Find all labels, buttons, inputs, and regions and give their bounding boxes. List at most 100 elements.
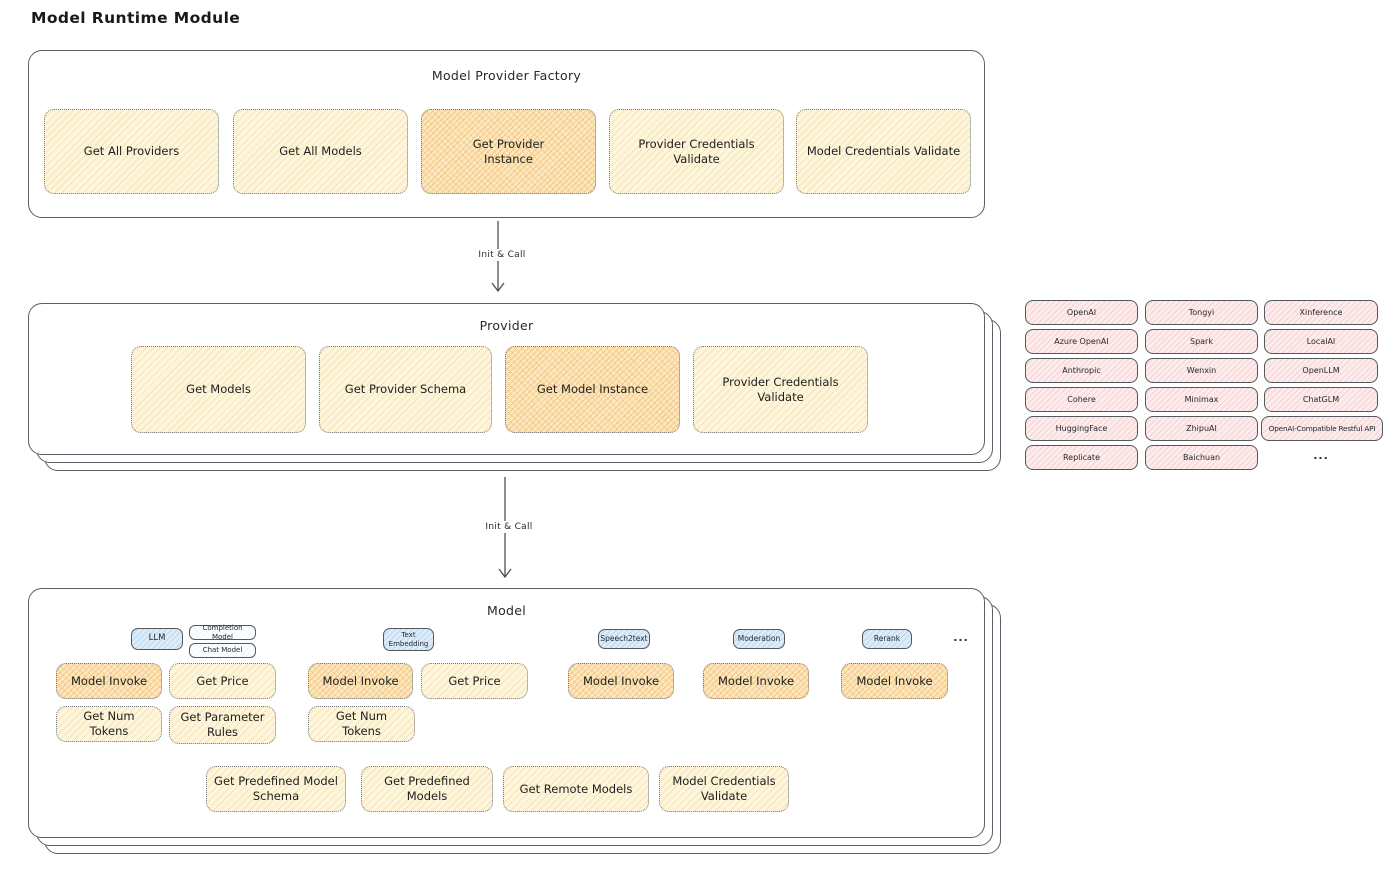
chip-label: Cohere (1067, 395, 1096, 404)
chip-label: OpenAI-Compatible Restful API (1268, 424, 1376, 433)
node-label: Model Invoke (322, 673, 399, 688)
chip-label: OpenAI (1066, 308, 1097, 317)
provider-chip-azure-openai: Azure OpenAI (1025, 329, 1138, 354)
chip-label: Tongyi (1188, 308, 1215, 317)
chip-label: Azure OpenAI (1054, 337, 1109, 346)
node-label: Get Models (186, 382, 251, 397)
tag-chat-model: Chat Model (189, 643, 256, 658)
node-get-provider-instance: Get Provider Instance (421, 109, 596, 194)
chip-label: Minimax (1184, 395, 1219, 404)
provider-panel: Provider Get Models Get Provider Schema … (28, 303, 985, 455)
tag-label: Text Embedding (388, 631, 429, 648)
provider-chip-spark: Spark (1145, 329, 1258, 354)
node-label: Model Credentials Validate (672, 774, 776, 803)
provider-chip-zhipuai: ZhipuAI (1145, 416, 1258, 441)
node-embedding-get-num-tokens: Get Num Tokens (308, 706, 415, 742)
chip-label: OpenLLM (1302, 366, 1340, 375)
provider-title: Provider (479, 318, 534, 333)
provider-chip-tongyi: Tongyi (1145, 300, 1258, 325)
chip-label: Spark (1190, 337, 1213, 346)
node-provider-credentials-validate-2: Provider Credentials Validate (693, 346, 868, 433)
provider-chip-localai: LocalAI (1264, 329, 1378, 354)
node-get-all-models: Get All Models (233, 109, 408, 194)
node-model-credentials-validate-2: Model Credentials Validate (659, 766, 789, 812)
node-provider-credentials-validate: Provider Credentials Validate (609, 109, 784, 194)
node-llm-get-parameter-rules: Get Parameter Rules (169, 706, 276, 744)
node-get-models: Get Models (131, 346, 306, 433)
node-speech2text-model-invoke: Model Invoke (568, 663, 674, 699)
node-label: Get Remote Models (519, 781, 633, 796)
tag-label: Moderation (737, 633, 781, 643)
tag-llm: LLM (131, 628, 183, 650)
chip-label: Xinference (1299, 308, 1343, 317)
provider-chip-chatglm: ChatGLM (1264, 387, 1378, 412)
node-embedding-model-invoke: Model Invoke (308, 663, 413, 699)
provider-chip-cohere: Cohere (1025, 387, 1138, 412)
node-llm-get-price: Get Price (169, 663, 276, 699)
node-label: Get Parameter Rules (180, 710, 265, 739)
node-label: Provider Credentials Validate (638, 136, 755, 166)
chip-label: ZhipuAI (1186, 424, 1217, 433)
model-panel-stack: Model LLM Completion Model Chat Model Te… (28, 588, 1001, 854)
model-tags-ellipsis: ... (953, 631, 969, 644)
chip-label: ChatGLM (1302, 395, 1340, 404)
provider-chip-anthropic: Anthropic (1025, 358, 1138, 383)
node-get-provider-schema: Get Provider Schema (319, 346, 492, 433)
node-label: Model Invoke (856, 673, 933, 688)
factory-title: Model Provider Factory (431, 68, 582, 83)
chip-label: Baichuan (1182, 453, 1221, 462)
node-label: Model Invoke (717, 673, 795, 688)
node-label: Get Num Tokens (335, 709, 388, 738)
provider-grid-ellipsis: ... (1313, 449, 1329, 462)
chip-label: Wenxin (1186, 366, 1217, 375)
chip-label: Anthropic (1062, 366, 1101, 375)
provider-chip-openai-compatible: OpenAI-Compatible Restful API (1261, 416, 1383, 441)
tag-text-embedding: Text Embedding (383, 628, 434, 651)
node-get-predefined-model-schema: Get Predefined Model Schema (206, 766, 346, 812)
tag-label: Rerank (873, 633, 901, 643)
node-get-predefined-models: Get Predefined Models (361, 766, 493, 812)
provider-panel-stack: Provider Get Models Get Provider Schema … (28, 303, 1001, 471)
tag-rerank: Rerank (862, 629, 912, 649)
provider-chip-huggingface: HuggingFace (1025, 416, 1138, 441)
provider-chip-openllm: OpenLLM (1264, 358, 1378, 383)
tag-label: Completion Model (202, 624, 243, 641)
diagram-title: Model Runtime Module (31, 9, 241, 27)
node-llm-model-invoke: Model Invoke (56, 663, 162, 699)
node-label: Get Num Tokens (83, 709, 135, 738)
tag-completion-model: Completion Model (189, 624, 256, 641)
node-moderation-model-invoke: Model Invoke (703, 663, 809, 699)
tag-label: Speech2text (600, 633, 648, 643)
factory-panel: Model Provider Factory Get All Providers… (28, 50, 985, 218)
node-get-all-providers: Get All Providers (44, 109, 219, 194)
node-label: Get All Providers (83, 144, 180, 159)
node-model-credentials-validate: Model Credentials Validate (796, 109, 971, 194)
node-label: Get Provider Instance (472, 136, 545, 166)
chip-label: Replicate (1062, 453, 1100, 462)
tag-label: Chat Model (202, 646, 243, 655)
node-label: Get Price (448, 673, 501, 688)
node-label: Get All Models (279, 144, 362, 159)
node-label: Model Credentials Validate (806, 144, 961, 159)
node-rerank-model-invoke: Model Invoke (841, 663, 948, 699)
node-label: Get Model Instance (536, 382, 649, 397)
provider-chip-xinference: Xinference (1264, 300, 1378, 325)
init-call-label-2: Init & Call (465, 521, 553, 533)
node-label: Get Price (196, 673, 249, 688)
node-label: Get Predefined Models (384, 774, 470, 803)
tag-label: LLM (148, 633, 166, 644)
node-label: Get Provider Schema (344, 382, 467, 397)
tag-moderation: Moderation (733, 629, 785, 649)
node-label: Get Predefined Model Schema (214, 774, 338, 803)
init-call-label-1: Init & Call (458, 249, 546, 261)
tag-speech2text: Speech2text (598, 629, 650, 649)
node-get-remote-models: Get Remote Models (503, 766, 649, 812)
provider-chip-minimax: Minimax (1145, 387, 1258, 412)
model-panel: Model LLM Completion Model Chat Model Te… (28, 588, 985, 838)
node-label: Model Invoke (70, 673, 148, 688)
model-title: Model (486, 603, 527, 618)
node-llm-get-num-tokens: Get Num Tokens (56, 706, 162, 742)
node-embedding-get-price: Get Price (421, 663, 528, 699)
node-label: Provider Credentials Validate (722, 374, 839, 404)
provider-chip-replicate: Replicate (1025, 445, 1138, 470)
